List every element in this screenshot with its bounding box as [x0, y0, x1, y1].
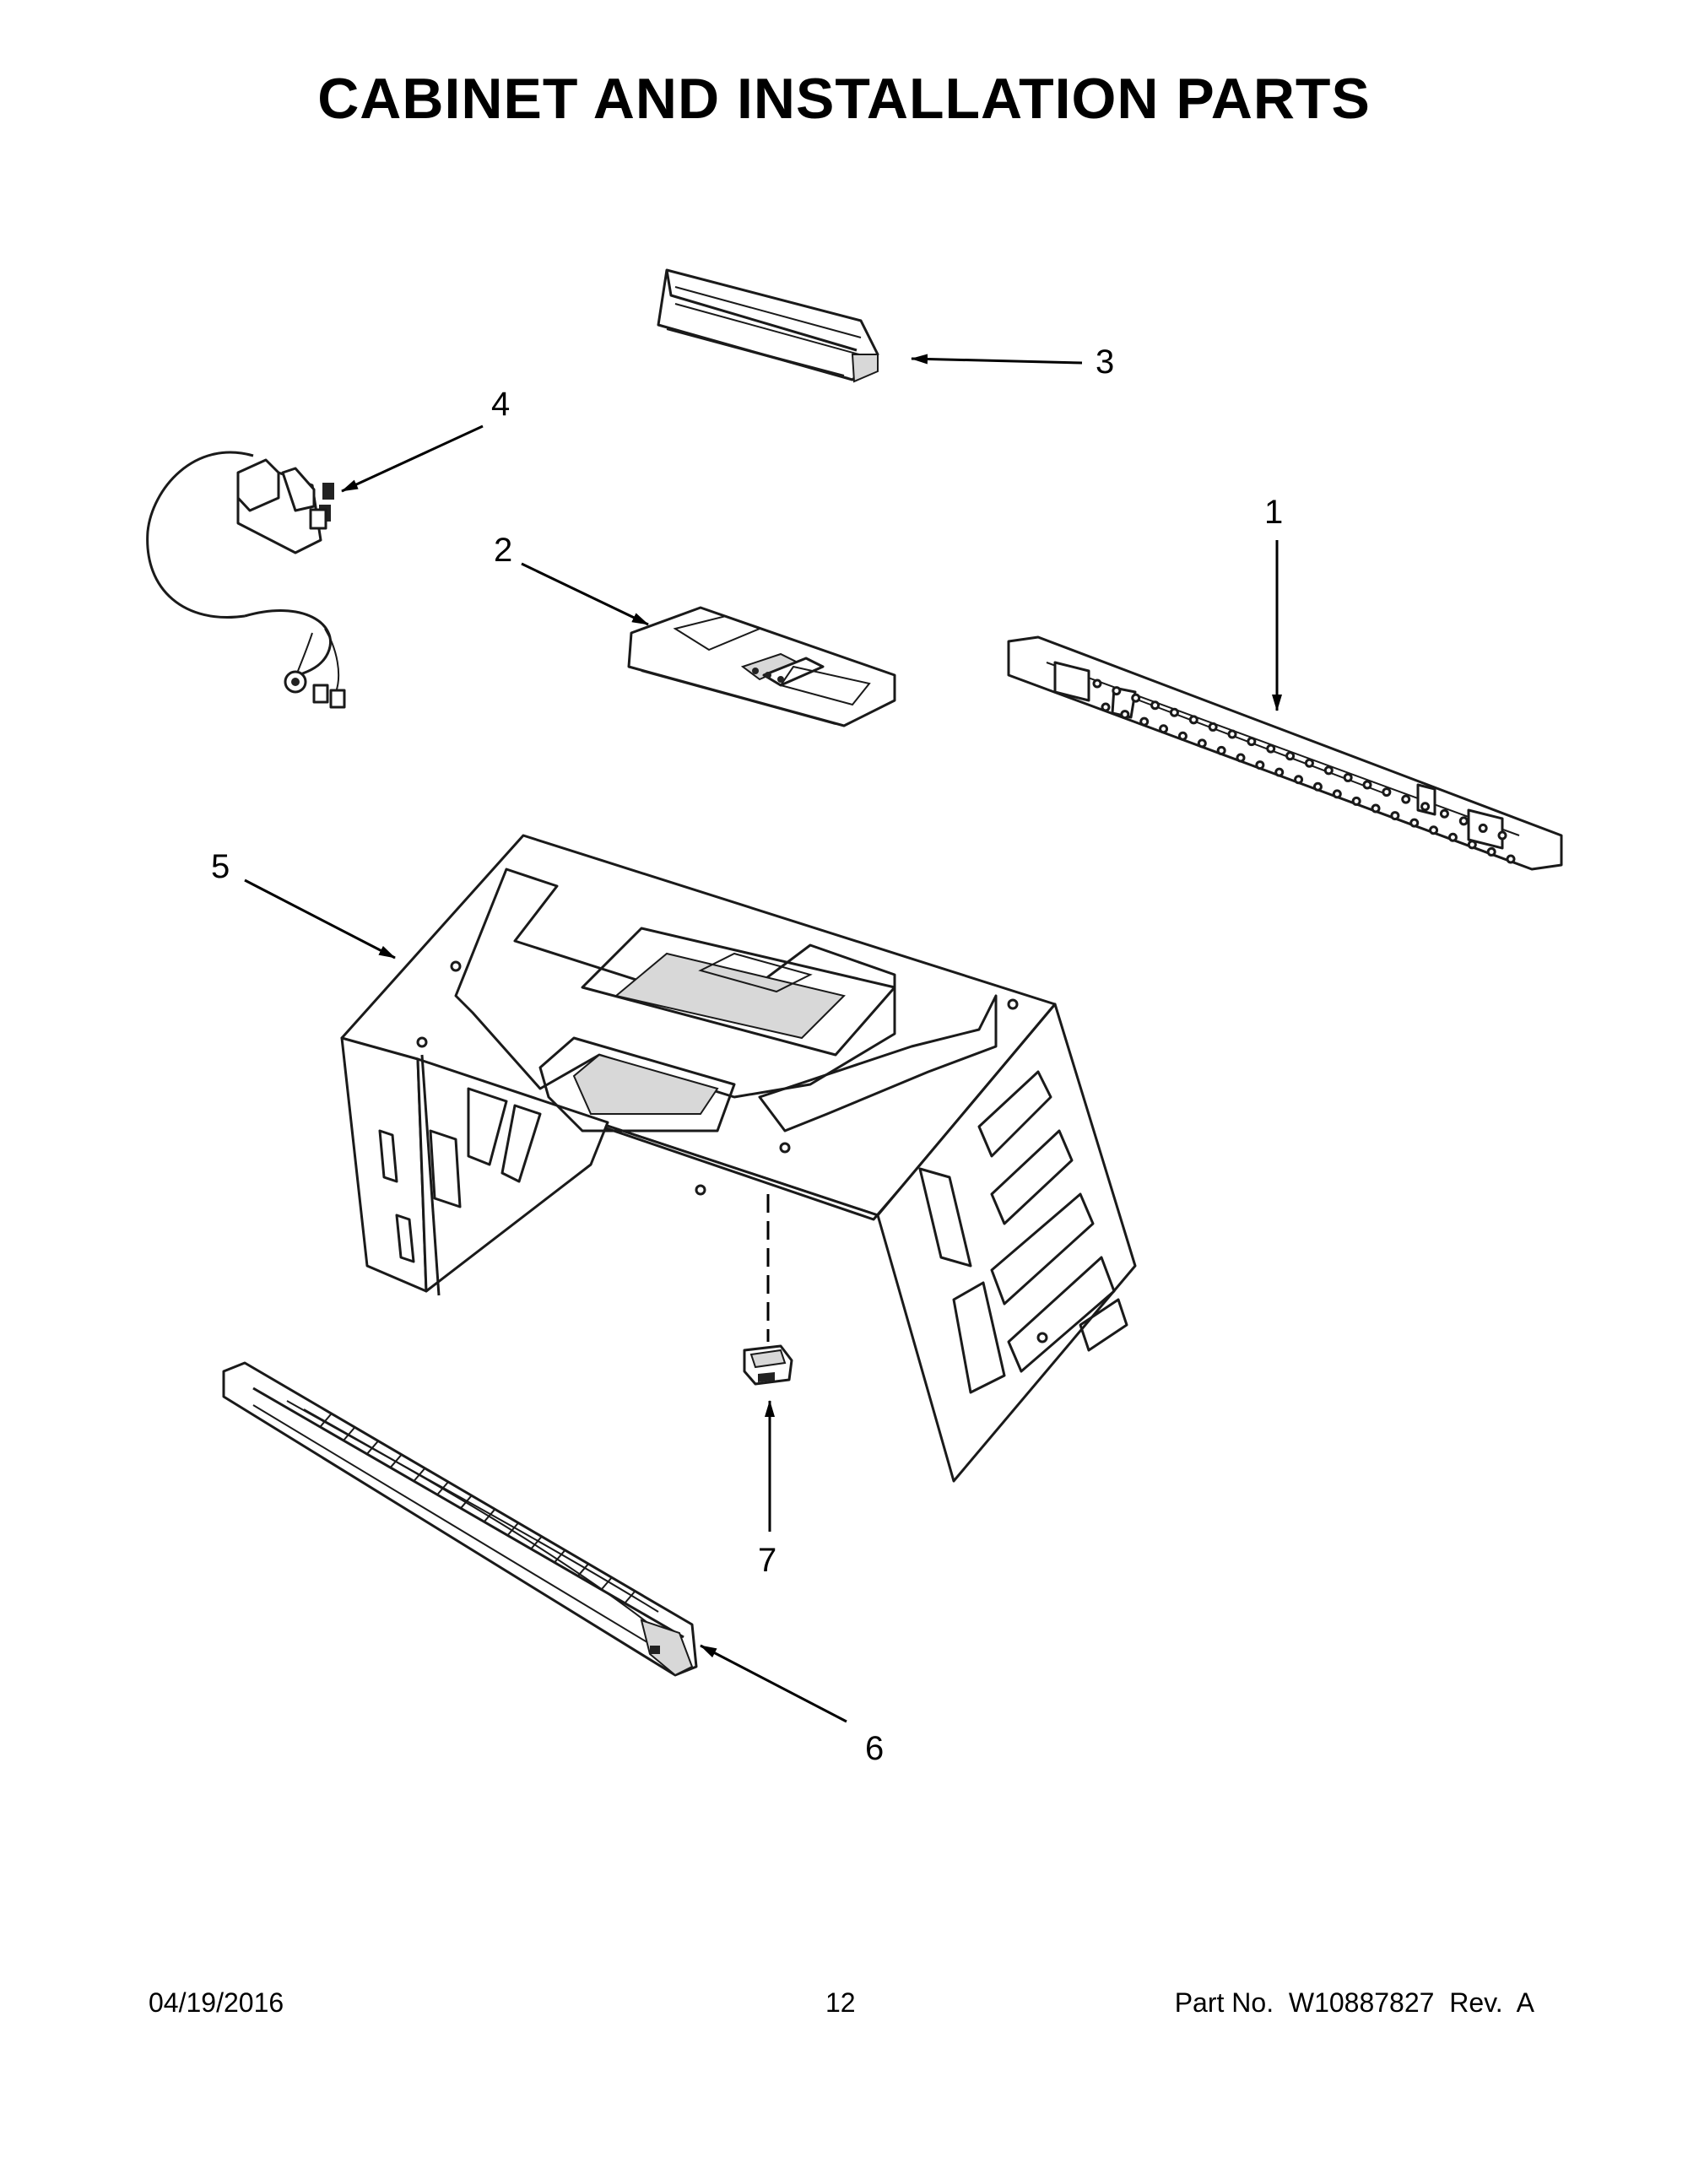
- mounting-hole: [1247, 737, 1257, 747]
- control-bracket-part: [627, 606, 896, 727]
- grille-slot: [554, 1549, 565, 1564]
- footer-page-number: 12: [825, 1987, 856, 2018]
- grille-slot: [484, 1509, 495, 1522]
- mounting-hole: [1120, 710, 1130, 720]
- mounting-hole: [1390, 811, 1400, 821]
- grille-slot: [436, 1482, 449, 1495]
- mounting-hole: [1274, 767, 1285, 777]
- vent-grille-part: [222, 1361, 698, 1677]
- callout-5-leader: [244, 878, 396, 960]
- mounting-hole: [1188, 715, 1198, 725]
- grille-slot: [506, 1522, 519, 1536]
- callout-6-leader: [700, 1644, 847, 1723]
- grille-slot: [600, 1577, 613, 1591]
- mounting-hole: [1420, 802, 1431, 812]
- mounting-hole: [1447, 832, 1458, 842]
- footer-date: 04/19/2016: [149, 1987, 284, 2018]
- callout-4: 4: [491, 386, 510, 423]
- mounting-hole: [1101, 702, 1111, 712]
- grille-slot: [366, 1441, 379, 1454]
- mounting-plate-holes: [1092, 678, 1516, 864]
- callout-4-leader: [341, 424, 484, 493]
- mounting-hole: [1294, 775, 1304, 785]
- grille-slot: [530, 1536, 542, 1550]
- mounting-hole: [1304, 758, 1314, 768]
- grille-slot: [624, 1591, 636, 1604]
- mounting-hole: [1227, 729, 1237, 739]
- callout-3: 3: [1096, 343, 1114, 381]
- callout-3-leader: [911, 354, 1083, 365]
- mounting-hole: [1351, 796, 1361, 806]
- callout-6: 6: [865, 1730, 884, 1767]
- mounting-hole: [1092, 678, 1102, 689]
- mounting-hole: [1371, 803, 1381, 814]
- top-vent-part: [657, 268, 879, 383]
- mounting-hole: [1150, 700, 1160, 711]
- mounting-hole: [1139, 716, 1150, 727]
- grille-slot: [460, 1495, 472, 1509]
- mounting-hole: [1159, 724, 1169, 734]
- mounting-hole: [1497, 830, 1507, 841]
- mounting-hole: [1112, 686, 1122, 696]
- mounting-hole: [1255, 760, 1265, 770]
- callout-2-leader: [521, 562, 649, 626]
- mounting-hole: [1323, 765, 1334, 776]
- mounting-hole: [1131, 693, 1141, 703]
- grille-slot: [320, 1414, 332, 1427]
- mounting-hole: [1382, 787, 1392, 797]
- power-cord-part: [146, 451, 346, 709]
- mounting-hole: [1332, 789, 1342, 799]
- cabinet-wrapper-part: [340, 834, 1137, 1483]
- mounting-hole: [1343, 772, 1353, 782]
- mounting-hole: [1458, 816, 1469, 826]
- callout-7: 7: [758, 1542, 776, 1579]
- mounting-hole: [1236, 753, 1246, 763]
- vent-grille-slots: [320, 1414, 636, 1604]
- mounting-hole: [1177, 731, 1188, 741]
- callout-5: 5: [211, 848, 230, 885]
- grille-slot: [414, 1468, 425, 1482]
- callout-2: 2: [494, 532, 512, 569]
- mounting-hole: [1362, 780, 1372, 790]
- mounting-hole: [1266, 743, 1276, 754]
- mounting-hole: [1506, 854, 1516, 864]
- mounting-hole: [1285, 751, 1296, 761]
- mounting-hole: [1197, 738, 1207, 749]
- grille-slot: [576, 1564, 589, 1577]
- mounting-hole: [1208, 722, 1218, 732]
- callout-1: 1: [1264, 494, 1283, 531]
- mounting-hole: [1312, 781, 1323, 792]
- grille-slot: [343, 1427, 355, 1441]
- mounting-hole: [1409, 818, 1420, 828]
- mounting-hole: [1486, 846, 1496, 857]
- page-title: CABINET AND INSTALLATION PARTS: [317, 67, 1371, 131]
- mounting-hole: [1439, 808, 1449, 819]
- footer-part-number: Part No. W10887827 Rev. A: [1174, 1987, 1534, 2018]
- mounting-hole: [1401, 794, 1411, 804]
- mounting-hole: [1478, 823, 1488, 833]
- mounting-hole: [1169, 707, 1179, 717]
- mounting-hole: [1467, 840, 1477, 850]
- mounting-plate-part: [1007, 635, 1563, 871]
- mounting-hole: [1216, 745, 1226, 755]
- clip-part: [743, 1194, 793, 1386]
- mounting-hole: [1429, 825, 1439, 835]
- grille-slot: [390, 1454, 402, 1468]
